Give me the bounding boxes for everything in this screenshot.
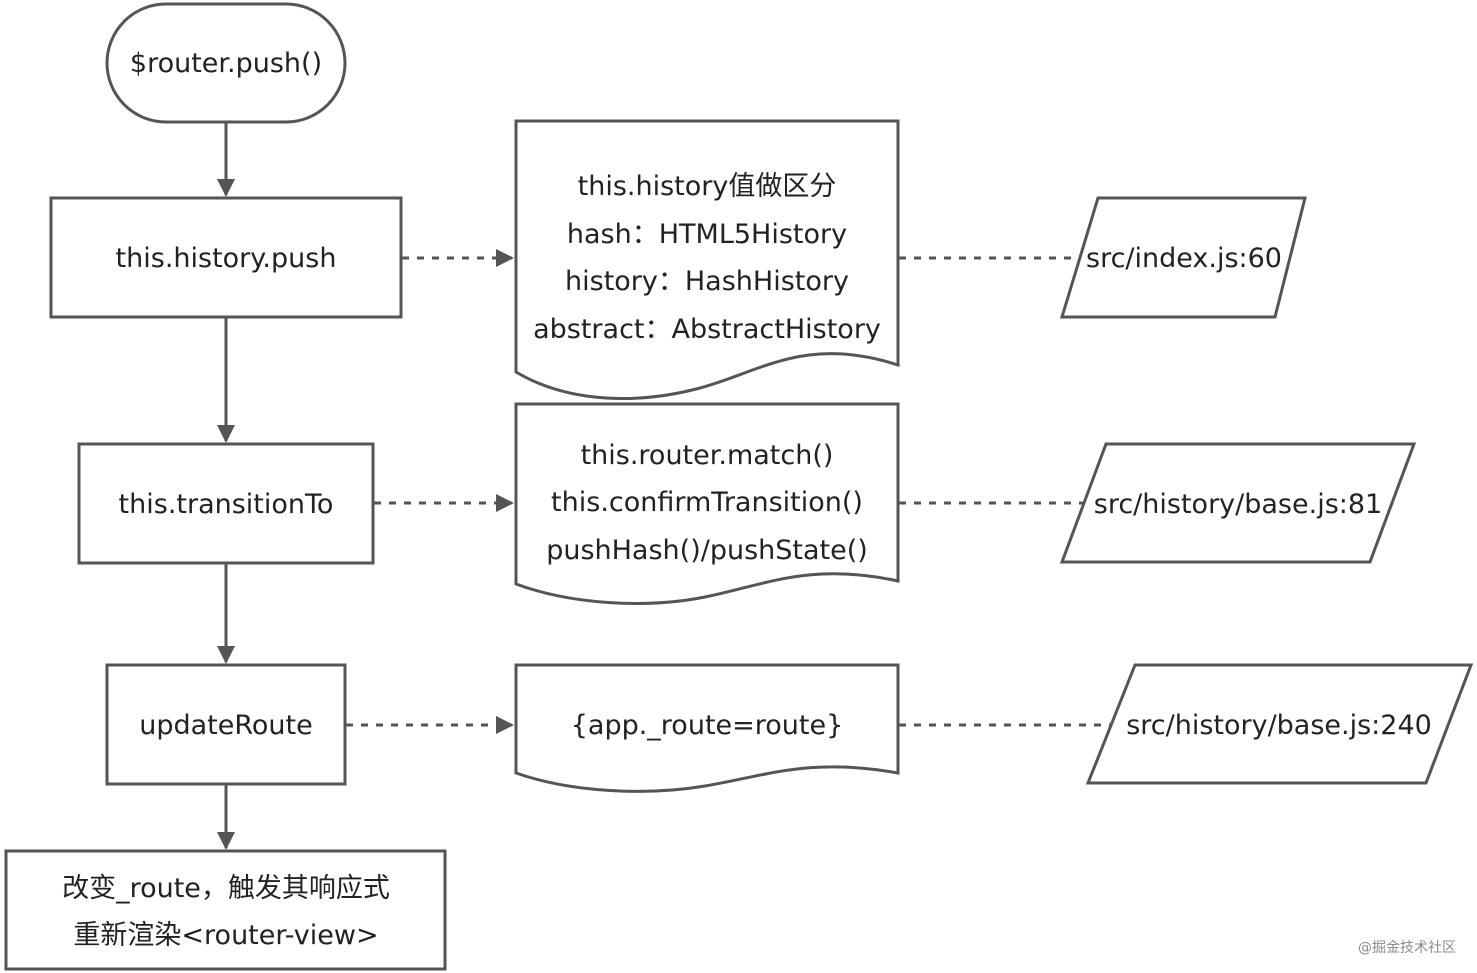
start-node-label: $router.push() — [130, 48, 322, 79]
transition-to-node: this.transitionTo — [77, 442, 375, 565]
file-base-240-label: src/history/base.js:240 — [1126, 710, 1432, 741]
result-node: 改变_route，触发其响应式 重新渲染<router-view> — [4, 849, 447, 971]
watermark-text: @掘金技术社区 — [1358, 940, 1456, 956]
result-label-line-2: 重新渲染<router-view> — [73, 920, 378, 951]
file-base-81-node: src/history/base.js:81 — [1059, 442, 1417, 564]
transition-note-line-1: this.router.match() — [581, 440, 834, 471]
history-note-line-3: history：HashHistory — [565, 266, 849, 297]
history-note-line-2: hash：HTML5History — [567, 219, 847, 250]
transition-note-line-3: pushHash()/pushState() — [546, 535, 868, 566]
file-index-node: src/index.js:60 — [1059, 196, 1307, 319]
history-push-node: this.history.push — [49, 196, 403, 319]
history-note-line-1: this.history值做区分 — [578, 171, 837, 202]
transition-to-label: this.transitionTo — [119, 489, 334, 520]
route-note-line-1: {app._route=route} — [571, 710, 844, 741]
file-base-81-label: src/history/base.js:81 — [1094, 489, 1382, 520]
history-push-label: this.history.push — [116, 243, 337, 274]
history-note: this.history值做区分 hash：HTML5History histo… — [514, 119, 900, 400]
start-node: $router.push() — [105, 2, 347, 124]
route-note: {app._route=route} — [514, 663, 900, 793]
update-route-node: updateRoute — [105, 663, 347, 786]
file-base-240-node: src/history/base.js:240 — [1085, 663, 1474, 785]
transition-note-line-2: this.confirmTransition() — [551, 487, 863, 518]
file-index-label: src/index.js:60 — [1086, 243, 1282, 274]
update-route-label: updateRoute — [139, 710, 313, 741]
history-note-line-4: abstract：AbstractHistory — [533, 314, 881, 345]
transition-note: this.router.match() this.confirmTransiti… — [514, 402, 900, 605]
result-label-line-1: 改变_route，触发其响应式 — [62, 873, 390, 904]
